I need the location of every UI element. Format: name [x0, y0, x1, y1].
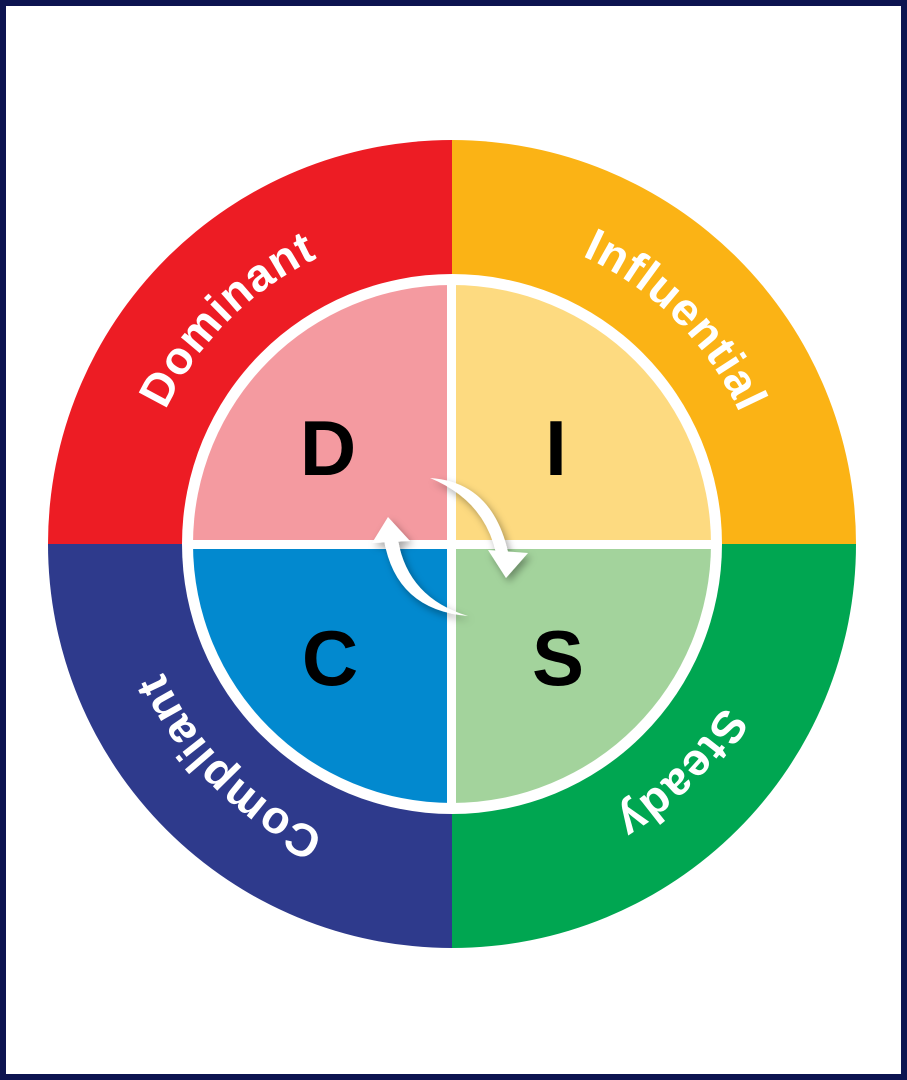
clockwise-arrow-down-icon [430, 478, 528, 578]
inner-segment-compliant [193, 544, 452, 803]
inner-segment-steady [452, 544, 711, 803]
clockwise-arrow-up-icon [372, 517, 468, 616]
letter-i: I [545, 404, 567, 492]
letter-s: S [532, 614, 584, 702]
horizontal-divider [190, 540, 714, 549]
letter-d: D [300, 404, 356, 492]
letter-c: C [302, 614, 358, 702]
inner-segment-dominant [193, 285, 452, 544]
inner-segment-influential [452, 285, 711, 544]
